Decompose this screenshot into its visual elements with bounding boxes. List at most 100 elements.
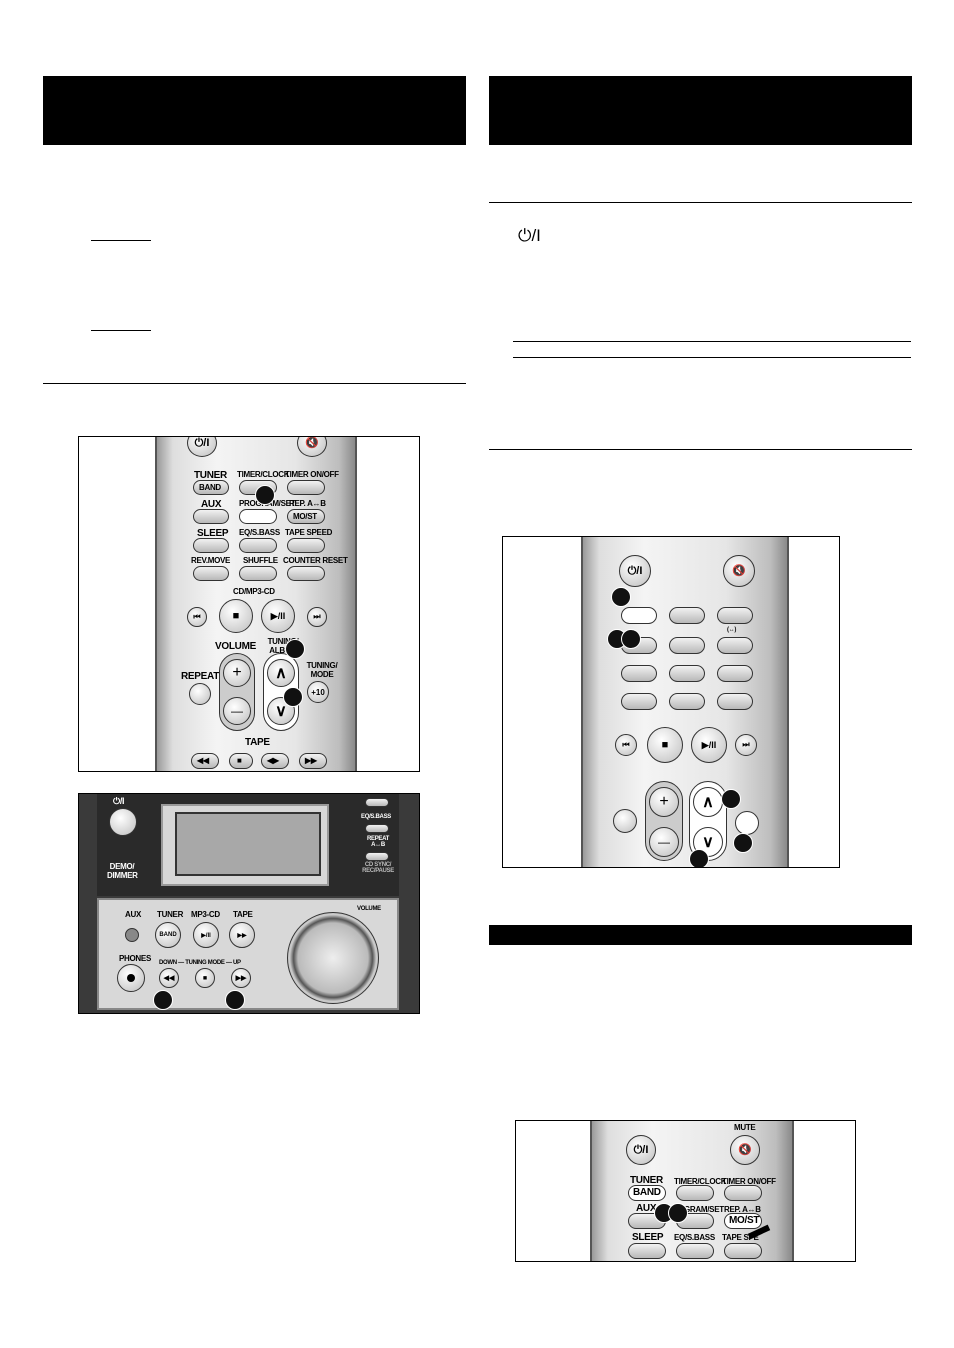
- unit-mp3-button[interactable]: ▶/II: [193, 922, 219, 948]
- eq-sbass-button[interactable]: [239, 538, 277, 553]
- tuning-down-button[interactable]: ∨: [693, 827, 723, 857]
- unit-eq-sbass-button[interactable]: [365, 824, 389, 833]
- step-marker: [153, 990, 173, 1010]
- unit-figure: ⏻/I DEMO/ DIMMER EQ/S.BASS REPEAT A↔B CD…: [78, 793, 420, 1014]
- play-pause-button[interactable]: ▶/II: [691, 727, 727, 763]
- tape-play-button[interactable]: ◀▶: [261, 753, 289, 769]
- stop-button[interactable]: ■: [219, 599, 253, 633]
- program-set-label: GRAM/SET: [684, 1205, 724, 1214]
- aux-label: AUX: [636, 1203, 657, 1214]
- unit-top-right-button[interactable]: [365, 798, 389, 807]
- volume-label: VOLUME: [215, 641, 256, 652]
- unit-band-button[interactable]: BAND: [155, 922, 181, 948]
- sleep-button[interactable]: [193, 538, 229, 553]
- tuning-mode-line-label: DOWN — TUNING MODE — UP: [159, 960, 241, 966]
- tape-speed-label: TAPE SPE: [722, 1233, 759, 1242]
- remote-key-12[interactable]: [717, 693, 753, 710]
- remote-key-9[interactable]: [717, 665, 753, 682]
- remote-key-3[interactable]: [717, 607, 753, 624]
- repeat-button[interactable]: [189, 683, 211, 705]
- table-rule-top: [513, 341, 911, 342]
- unit-stop-button[interactable]: ■: [195, 968, 215, 988]
- unit-up-button[interactable]: ▶▶: [231, 968, 251, 988]
- remote-key-1[interactable]: [621, 607, 657, 624]
- power-button[interactable]: ⏻/I: [619, 555, 651, 587]
- aux-jack[interactable]: [125, 928, 139, 942]
- unit-repeat-ab-button[interactable]: [365, 852, 389, 861]
- unit-tape-button[interactable]: ▶▶: [229, 922, 255, 948]
- mo-st-button[interactable]: MO/ST: [287, 509, 325, 524]
- step-marker: [611, 587, 631, 607]
- rev-move-button[interactable]: [193, 566, 229, 581]
- remote-figure-3: ⏻/I MUTE 🔇 TUNER TIMER/CLOCK TIMER ON/OF…: [515, 1120, 856, 1262]
- volume-down-button[interactable]: —: [223, 697, 251, 725]
- step-marker: [283, 687, 303, 707]
- timer-clock-button[interactable]: [676, 1185, 714, 1201]
- step-marker: [225, 990, 245, 1010]
- remote-key-6[interactable]: [717, 637, 753, 654]
- tuning-up-button[interactable]: ∧: [693, 787, 723, 817]
- play-pause-button[interactable]: ▶/II: [261, 599, 295, 633]
- demo-dimmer-label: DEMO/ DIMMER: [107, 862, 138, 880]
- cd-mp3-label: CD/MP3-CD: [233, 587, 275, 596]
- remote-key-8[interactable]: [669, 665, 705, 682]
- remote-figure-2: ⏻/I 🔇 (↔) ⏮ ■ ▶/II ⏭ + — ∧ ∨: [502, 536, 840, 868]
- tape-speed-label: TAPE SPEED: [285, 528, 333, 537]
- remote-key-10[interactable]: [621, 693, 657, 710]
- left-divider: [43, 383, 466, 384]
- remote-key-2[interactable]: [669, 607, 705, 624]
- fast-forward-button[interactable]: ▶▶: [299, 753, 327, 769]
- step-marker: [668, 1203, 688, 1223]
- power-button[interactable]: ⏻/I: [626, 1135, 656, 1165]
- timer-onoff-button[interactable]: [287, 480, 325, 495]
- volume-up-button[interactable]: +: [223, 659, 251, 687]
- phones-jack[interactable]: [117, 964, 145, 992]
- volume-up-button[interactable]: +: [649, 787, 679, 817]
- remote-key-7[interactable]: [621, 665, 657, 682]
- unit-mp3-label: MP3-CD: [191, 910, 220, 919]
- tuning-up-button[interactable]: ∧: [267, 659, 295, 687]
- skip-fwd-button[interactable]: ⏭: [307, 607, 327, 627]
- eq-sbass-button[interactable]: [676, 1243, 714, 1259]
- band-button[interactable]: BAND: [628, 1185, 666, 1201]
- skip-back-button[interactable]: ⏮: [615, 734, 637, 756]
- repeat-button[interactable]: [613, 809, 637, 833]
- shuffle-button[interactable]: [239, 566, 277, 581]
- skip-fwd-button[interactable]: ⏭: [735, 734, 757, 756]
- unit-power-button[interactable]: [109, 808, 137, 836]
- tape-speed-button[interactable]: [724, 1243, 762, 1259]
- timer-onoff-button[interactable]: [724, 1185, 762, 1201]
- unit-volume-label: VOLUME: [357, 906, 381, 912]
- step-marker: [285, 639, 305, 659]
- tape-speed-button[interactable]: [287, 538, 325, 553]
- rep-ab-label: REP. A↔B: [724, 1205, 761, 1214]
- sleep-button[interactable]: [628, 1243, 666, 1259]
- mute-button[interactable]: 🔇: [723, 555, 755, 587]
- skip-back-button[interactable]: ⏮: [187, 607, 207, 627]
- stop-button[interactable]: ■: [647, 727, 683, 763]
- mute-button[interactable]: 🔇: [297, 437, 327, 457]
- aux-button[interactable]: [193, 509, 229, 524]
- plus10-button[interactable]: [735, 811, 759, 835]
- unit-down-button[interactable]: ◀◀: [159, 968, 179, 988]
- remote-key-11[interactable]: [669, 693, 705, 710]
- plus10-button[interactable]: +10: [307, 681, 329, 703]
- shuffle-label: SHUFFLE: [243, 556, 278, 565]
- program-set-button[interactable]: [239, 509, 277, 524]
- left-underline-1: [91, 240, 151, 241]
- remote-body: ⏻/I MUTE 🔇 TUNER TIMER/CLOCK TIMER ON/OF…: [590, 1121, 794, 1261]
- sleep-label: SLEEP: [632, 1232, 664, 1243]
- remote-key-5[interactable]: [669, 637, 705, 654]
- volume-knob[interactable]: [287, 912, 379, 1004]
- tape-stop-button[interactable]: ■: [229, 753, 253, 769]
- counter-reset-button[interactable]: [287, 566, 325, 581]
- cd-sync-label: CD SYNC/ REC/PAUSE: [362, 862, 394, 874]
- mute-button[interactable]: 🔇: [730, 1135, 760, 1165]
- power-button[interactable]: ⏻/I: [187, 437, 217, 457]
- mo-st-button[interactable]: MO/ST: [724, 1213, 762, 1229]
- mute-icon: 🔇: [738, 1143, 752, 1156]
- band-button[interactable]: BAND: [193, 480, 229, 495]
- unit-tape-label: TAPE: [233, 910, 253, 919]
- rewind-button[interactable]: ◀◀: [191, 753, 219, 769]
- volume-down-button[interactable]: —: [649, 827, 679, 857]
